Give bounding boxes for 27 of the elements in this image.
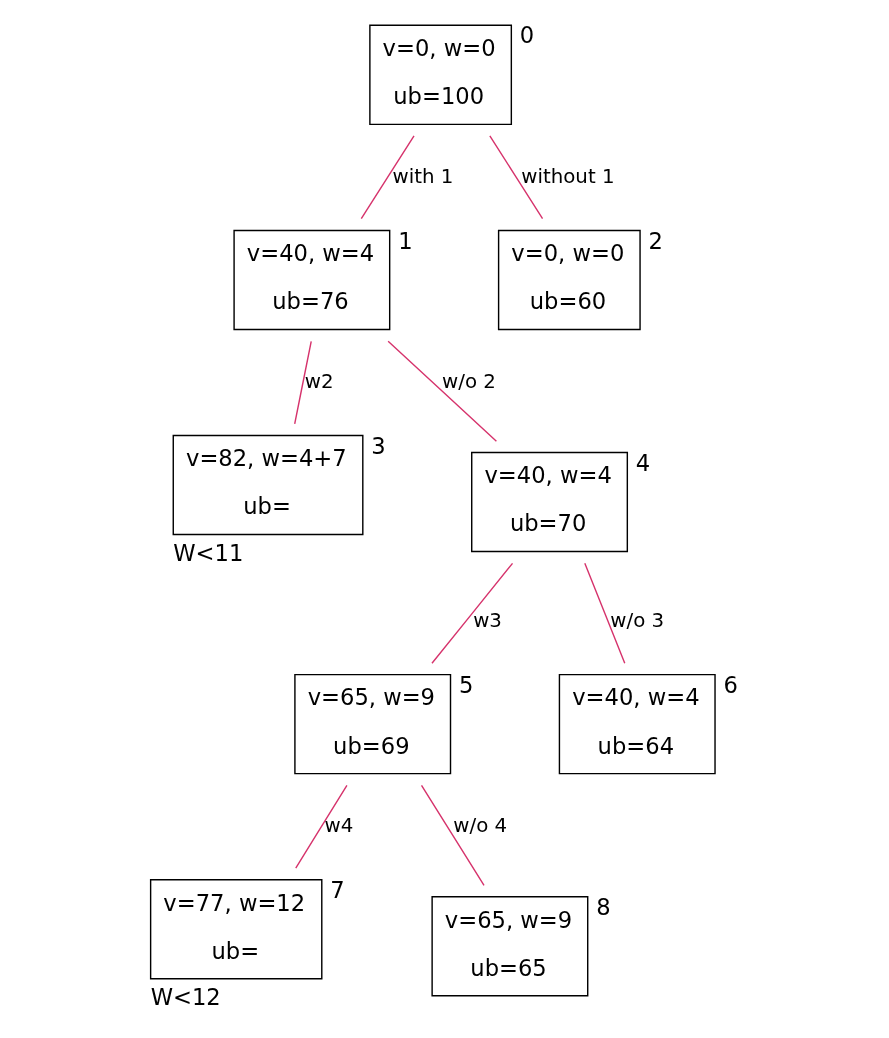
node-label: 2 xyxy=(648,227,663,254)
connector xyxy=(387,340,498,442)
node-label: 1 xyxy=(398,227,413,254)
node-label: 6 xyxy=(723,671,738,698)
connector xyxy=(294,340,312,425)
edge-label: w2 xyxy=(304,369,334,393)
connector xyxy=(360,135,415,220)
edge-label: without 1 xyxy=(521,164,615,188)
node-label: 3 xyxy=(371,432,386,459)
node-label: W<11 xyxy=(173,540,244,567)
connector xyxy=(489,135,544,220)
node-label: 0 xyxy=(519,22,535,49)
edge-label: with 1 xyxy=(392,164,454,188)
edge-label: w4 xyxy=(324,813,354,837)
node-label: W<12 xyxy=(150,984,221,1011)
node-label: 8 xyxy=(596,893,611,920)
edge-label: w3 xyxy=(473,608,502,632)
node-label: 4 xyxy=(635,449,651,476)
node-label: 7 xyxy=(330,876,345,903)
edge-label: w/o 4 xyxy=(453,813,508,837)
edge-label: w/o 3 xyxy=(610,608,665,632)
node-label: 5 xyxy=(459,671,474,698)
connector xyxy=(420,784,485,887)
connector xyxy=(584,562,626,664)
edge-label: w/o 2 xyxy=(442,369,496,393)
connector xyxy=(431,562,514,664)
connector xyxy=(295,784,348,869)
